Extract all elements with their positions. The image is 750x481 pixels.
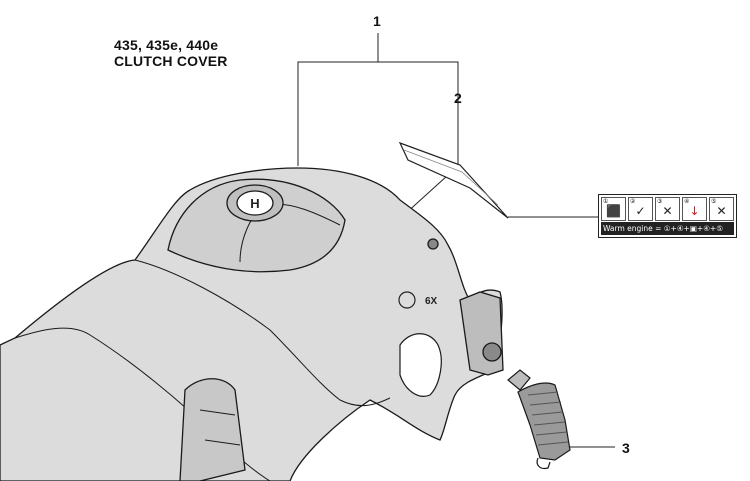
warm-start-decal: ① ⬛ ② ✓ ③ ✕ ④ ↓ ⑤ ✕ Warm engine = ①+④+▣+… [598,194,737,238]
diagram-title: 435, 435e, 440e CLUTCH COVER [114,37,228,69]
brand-logo-icon: H [226,184,284,222]
pull-icon: ③ ✕ [655,197,680,221]
half-throttle-icon: ④ ↓ [682,197,707,221]
callout-1-bracket [297,61,459,166]
decal-caption: Warm engine = ①+④+▣+④+⑤ [601,222,734,235]
model-emblem: 6X [398,291,438,309]
cover-plug [507,369,571,470]
svg-text:H: H [250,196,259,211]
model-list: 435, 435e, 440e [114,37,219,53]
callout-1: 1 [373,13,381,29]
callout-3: 3 [622,440,630,456]
callout-2: 2 [454,90,462,106]
svg-text:6X: 6X [425,296,438,307]
cover-opening [399,333,442,397]
top-dome [167,178,346,273]
decal-icon-row: ① ⬛ ② ✓ ③ ✕ ④ ↓ ⑤ ✕ [601,197,734,221]
protective-film [398,141,509,219]
choke-icon: ① ⬛ [601,197,626,221]
part-name: CLUTCH COVER [114,53,228,69]
restart-icon: ⑤ ✕ [709,197,734,221]
clutch-cover: H [0,167,504,481]
primer-icon: ② ✓ [628,197,653,221]
